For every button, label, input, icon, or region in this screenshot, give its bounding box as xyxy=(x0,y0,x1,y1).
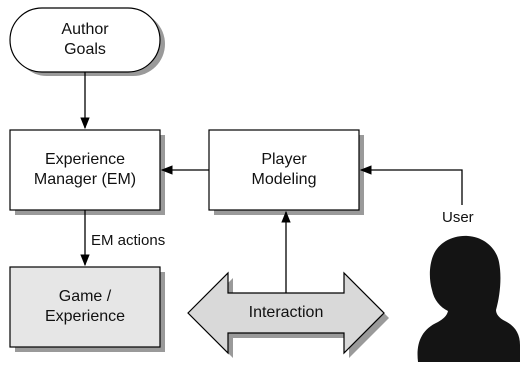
edge-user-to-pm xyxy=(359,165,463,205)
player-modeling-node xyxy=(208,129,364,215)
experience-manager-node xyxy=(9,129,165,215)
author-goals-node xyxy=(9,7,165,76)
user-silhouette-icon xyxy=(417,235,520,362)
game-experience-node xyxy=(9,266,165,352)
interaction-double-arrow xyxy=(187,271,389,358)
